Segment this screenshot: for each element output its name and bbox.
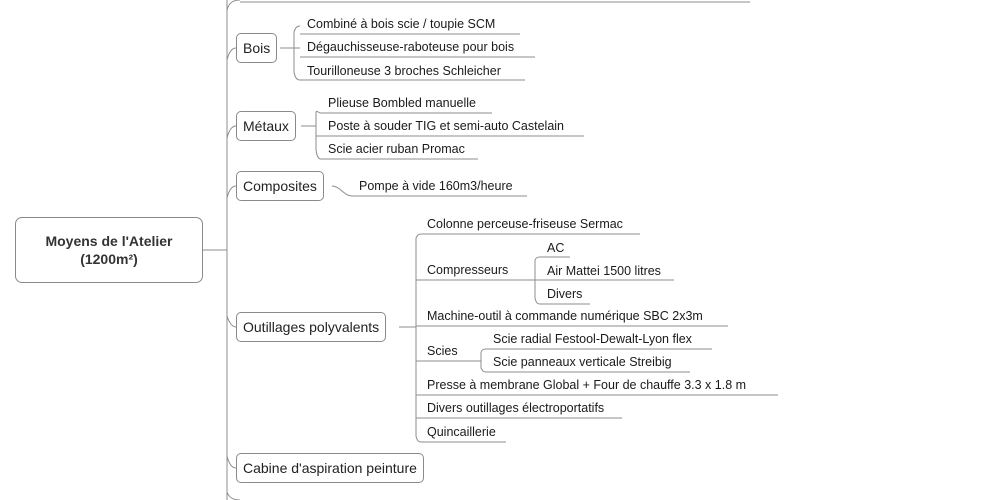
root-node[interactable]: Moyens de l'Atelier (1200m²) [15, 217, 203, 283]
link-top-offscreen [226, 0, 241, 11]
leaf-bois-3[interactable]: Tourilloneuse 3 broches Schleicher [307, 64, 501, 78]
leaf-bois-1[interactable]: Combiné à bois scie / toupie SCM [307, 17, 496, 31]
leaf-metaux-3[interactable]: Scie acier ruban Promac [328, 142, 465, 156]
leaf-metaux-1[interactable]: Plieuse Bombled manuelle [328, 96, 477, 110]
link-composites [226, 185, 237, 199]
scies-fan [480, 348, 487, 373]
link-metaux [226, 125, 237, 139]
leaf-bois-2[interactable]: Dégauchisseuse-raboteuse pour bois [307, 40, 515, 54]
root-title: Moyens de l'Atelier [45, 233, 173, 249]
category-composites[interactable]: Composites [236, 171, 324, 201]
leaf-scie-panneaux[interactable]: Scie panneaux verticale Streibig [493, 355, 672, 369]
bois-fan [293, 25, 301, 81]
leaf-colonne[interactable]: Colonne perceuse-friseuse Sermac [427, 217, 623, 231]
link-outillages [226, 315, 237, 328]
category-metaux[interactable]: Métaux [236, 111, 296, 141]
subcategory-compresseurs[interactable]: Compresseurs [427, 263, 509, 277]
leaf-divers-outillages[interactable]: Divers outillages électroportatifs [427, 401, 605, 415]
metaux-fan [315, 110, 322, 160]
leaf-machine-outil[interactable]: Machine-outil à commande numérique SBC 2… [427, 309, 703, 323]
compresseurs-fan [534, 256, 541, 305]
subcategory-scies[interactable]: Scies [427, 344, 458, 358]
leaf-metaux-2[interactable]: Poste à souder TIG et semi-auto Castelai… [328, 119, 564, 133]
outillages-fan [415, 233, 422, 443]
leaf-quincaillerie[interactable]: Quincaillerie [427, 425, 496, 439]
category-bois[interactable]: Bois [236, 33, 278, 63]
composites-stub [331, 185, 353, 197]
leaf-compresseur-air-mattei[interactable]: Air Mattei 1500 litres [547, 264, 661, 278]
link-cabine [226, 455, 237, 469]
leaf-scie-radial[interactable]: Scie radial Festool-Dewalt-Lyon flex [493, 332, 692, 346]
leaf-compresseur-ac[interactable]: AC [547, 241, 565, 255]
link-bottom-offscreen [226, 491, 241, 500]
category-outillages[interactable]: Outillages polyvalents [236, 312, 387, 342]
category-cabine[interactable]: Cabine d'aspiration peinture [236, 453, 424, 483]
leaf-compresseur-divers[interactable]: Divers [547, 287, 583, 301]
leaf-presse[interactable]: Presse à membrane Global + Four de chauf… [427, 378, 747, 392]
link-bois [226, 47, 237, 61]
leaf-composites-1[interactable]: Pompe à vide 160m3/heure [359, 179, 513, 193]
root-subtitle: (1200m²) [80, 251, 138, 267]
